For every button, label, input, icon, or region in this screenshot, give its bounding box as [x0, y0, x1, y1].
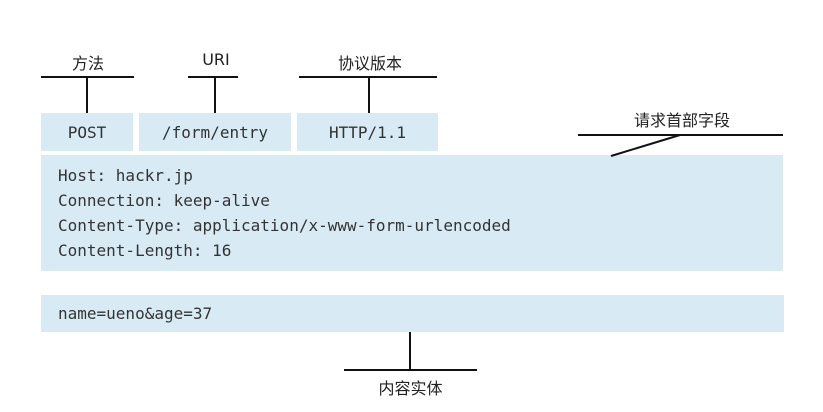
entity-pointer-line: [409, 332, 411, 370]
uri-pointer-line: [214, 76, 216, 113]
entity-label: 内容实体: [378, 379, 443, 398]
entity-body-value: name=ueno&age=37: [58, 304, 213, 323]
header-field-connection: Connection: keep-alive: [58, 191, 270, 210]
uri-label: URI: [202, 50, 230, 69]
headers-bracket-line: [578, 134, 783, 136]
method-value: POST: [67, 122, 107, 142]
header-field-content-type: Content-Type: application/x-www-form-url…: [58, 216, 511, 235]
version-value: HTTP/1.1: [328, 122, 407, 142]
header-fields-box: Host: hackr.jp Connection: keep-alive Co…: [41, 155, 783, 271]
version-cell: HTTP/1.1: [297, 113, 438, 151]
method-pointer-line: [86, 76, 88, 113]
method-cell: POST: [41, 113, 133, 151]
uri-bracket-line: [188, 76, 238, 78]
version-pointer-line: [368, 76, 370, 113]
entity-body-box: name=ueno&age=37: [41, 295, 784, 332]
method-label: 方法: [71, 54, 104, 73]
header-field-host: Host: hackr.jp: [58, 166, 193, 185]
headers-label: 请求首部字段: [633, 111, 730, 130]
header-field-content-length: Content-Length: 16: [58, 241, 232, 260]
entity-bracket-line: [344, 369, 477, 371]
version-label: 协议版本: [337, 54, 402, 73]
uri-value: /form/entry: [162, 122, 268, 142]
uri-cell: /form/entry: [139, 113, 291, 151]
